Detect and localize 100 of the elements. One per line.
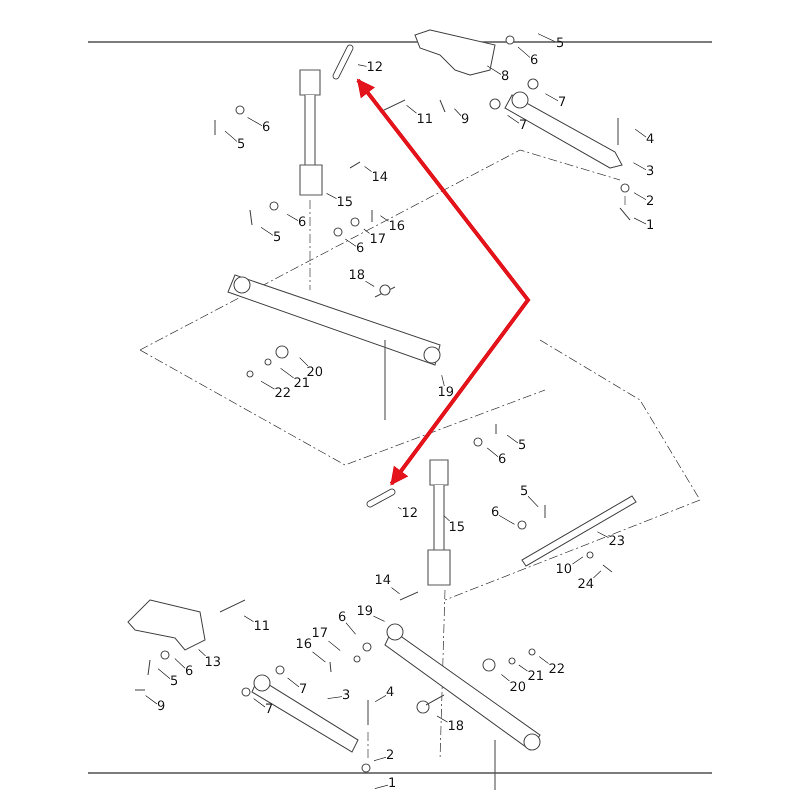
callout-number: 20 xyxy=(306,366,324,380)
leader-line xyxy=(363,228,370,234)
callout-number: 17 xyxy=(312,627,328,641)
leader-line xyxy=(374,695,386,702)
callout-number: 4 xyxy=(386,686,394,700)
leader-line xyxy=(287,678,300,688)
leader-line xyxy=(326,193,337,199)
leader-line xyxy=(518,46,530,58)
leader-line xyxy=(253,698,266,708)
leader-line xyxy=(528,496,539,508)
callout-number: 2 xyxy=(646,195,654,209)
callout-number: 21 xyxy=(528,670,544,684)
leader-line xyxy=(260,380,275,390)
callout-number: 15 xyxy=(336,196,354,210)
leader-line xyxy=(443,515,450,522)
callout-number: 16 xyxy=(388,220,406,234)
leader-line xyxy=(486,448,498,458)
leader-line xyxy=(374,784,388,789)
leader-line xyxy=(260,226,274,236)
leader-line xyxy=(344,238,356,247)
leader-line xyxy=(406,104,417,114)
callout-number: 22 xyxy=(548,663,566,677)
leader-line xyxy=(327,696,342,699)
callout-number: 11 xyxy=(254,620,270,634)
callout-number: 2 xyxy=(386,749,394,763)
leader-line xyxy=(374,756,386,762)
callout-number: 6 xyxy=(338,611,346,625)
leader-line xyxy=(328,640,341,651)
leader-line xyxy=(358,64,367,67)
leader-line xyxy=(247,117,262,126)
leader-line xyxy=(441,374,445,386)
leader-line xyxy=(174,658,186,669)
leader-line xyxy=(398,507,402,510)
leader-line xyxy=(365,280,375,287)
leader-line xyxy=(312,651,326,662)
callout-number: 24 xyxy=(578,578,594,592)
leader-line xyxy=(373,616,385,622)
callout-number: 20 xyxy=(510,681,526,695)
callout-number: 7 xyxy=(265,703,274,717)
callout-number: 14 xyxy=(372,171,388,185)
leader-line xyxy=(158,668,170,680)
callout-number: 15 xyxy=(448,521,466,535)
leader-line xyxy=(634,128,646,138)
callout-number: 3 xyxy=(646,165,654,179)
leader-line xyxy=(518,664,528,672)
leader-line xyxy=(486,65,502,75)
leader-line xyxy=(198,649,206,656)
callout-number: 1 xyxy=(646,219,654,233)
leader-line xyxy=(286,214,298,221)
callout-number: 5 xyxy=(170,675,178,689)
callout-number: 9 xyxy=(157,700,166,714)
leader-line xyxy=(501,674,510,682)
callout-number: 3 xyxy=(342,689,350,703)
callout-number: 6 xyxy=(491,506,500,520)
callout-number: 16 xyxy=(296,638,312,652)
leader-line xyxy=(244,616,254,622)
callout-number: 12 xyxy=(402,507,418,521)
leader-line xyxy=(506,434,518,444)
leader-line xyxy=(145,695,158,704)
arrow xyxy=(356,78,530,486)
callout-number: 5 xyxy=(273,231,282,245)
callout-number: 22 xyxy=(274,387,292,401)
callout-number: 1 xyxy=(388,777,396,791)
callout-number: 8 xyxy=(501,70,510,84)
leader-line xyxy=(436,716,448,722)
callout-number: 23 xyxy=(608,535,626,549)
leader-line xyxy=(597,531,609,538)
callout-number: 5 xyxy=(237,138,246,152)
leader-line xyxy=(545,93,558,102)
leader-line xyxy=(346,622,356,635)
leader-line xyxy=(454,108,462,116)
leader-line xyxy=(572,556,584,564)
callout-number: 7 xyxy=(519,119,528,133)
callout-number: 17 xyxy=(370,233,386,247)
leader-line xyxy=(634,192,646,200)
callout-number: 7 xyxy=(299,683,308,697)
leader-line xyxy=(634,218,646,224)
callout-number: 6 xyxy=(262,121,270,135)
callout-number: 19 xyxy=(438,386,454,400)
callout-number: 14 xyxy=(374,574,392,588)
leader-line xyxy=(593,570,602,578)
callout-number: 12 xyxy=(366,61,384,75)
leader-line xyxy=(538,656,549,664)
leader-line xyxy=(299,357,308,366)
leader-line xyxy=(633,162,646,170)
callout-number: 6 xyxy=(498,453,506,467)
callout-number: 5 xyxy=(520,485,528,499)
callout-number: 6 xyxy=(185,665,194,679)
callout-number: 10 xyxy=(556,563,572,577)
leader-line xyxy=(380,215,389,222)
leader-line xyxy=(364,166,372,172)
leader-line xyxy=(391,587,400,594)
callout-number: 18 xyxy=(448,720,464,734)
callout-number: 21 xyxy=(294,377,310,391)
callout-number: 5 xyxy=(518,439,526,453)
callout-number: 11 xyxy=(416,113,434,127)
leader-line xyxy=(498,514,515,525)
callout-number: 6 xyxy=(298,216,306,230)
callout-number: 4 xyxy=(646,133,654,147)
callout-number: 6 xyxy=(530,54,538,68)
